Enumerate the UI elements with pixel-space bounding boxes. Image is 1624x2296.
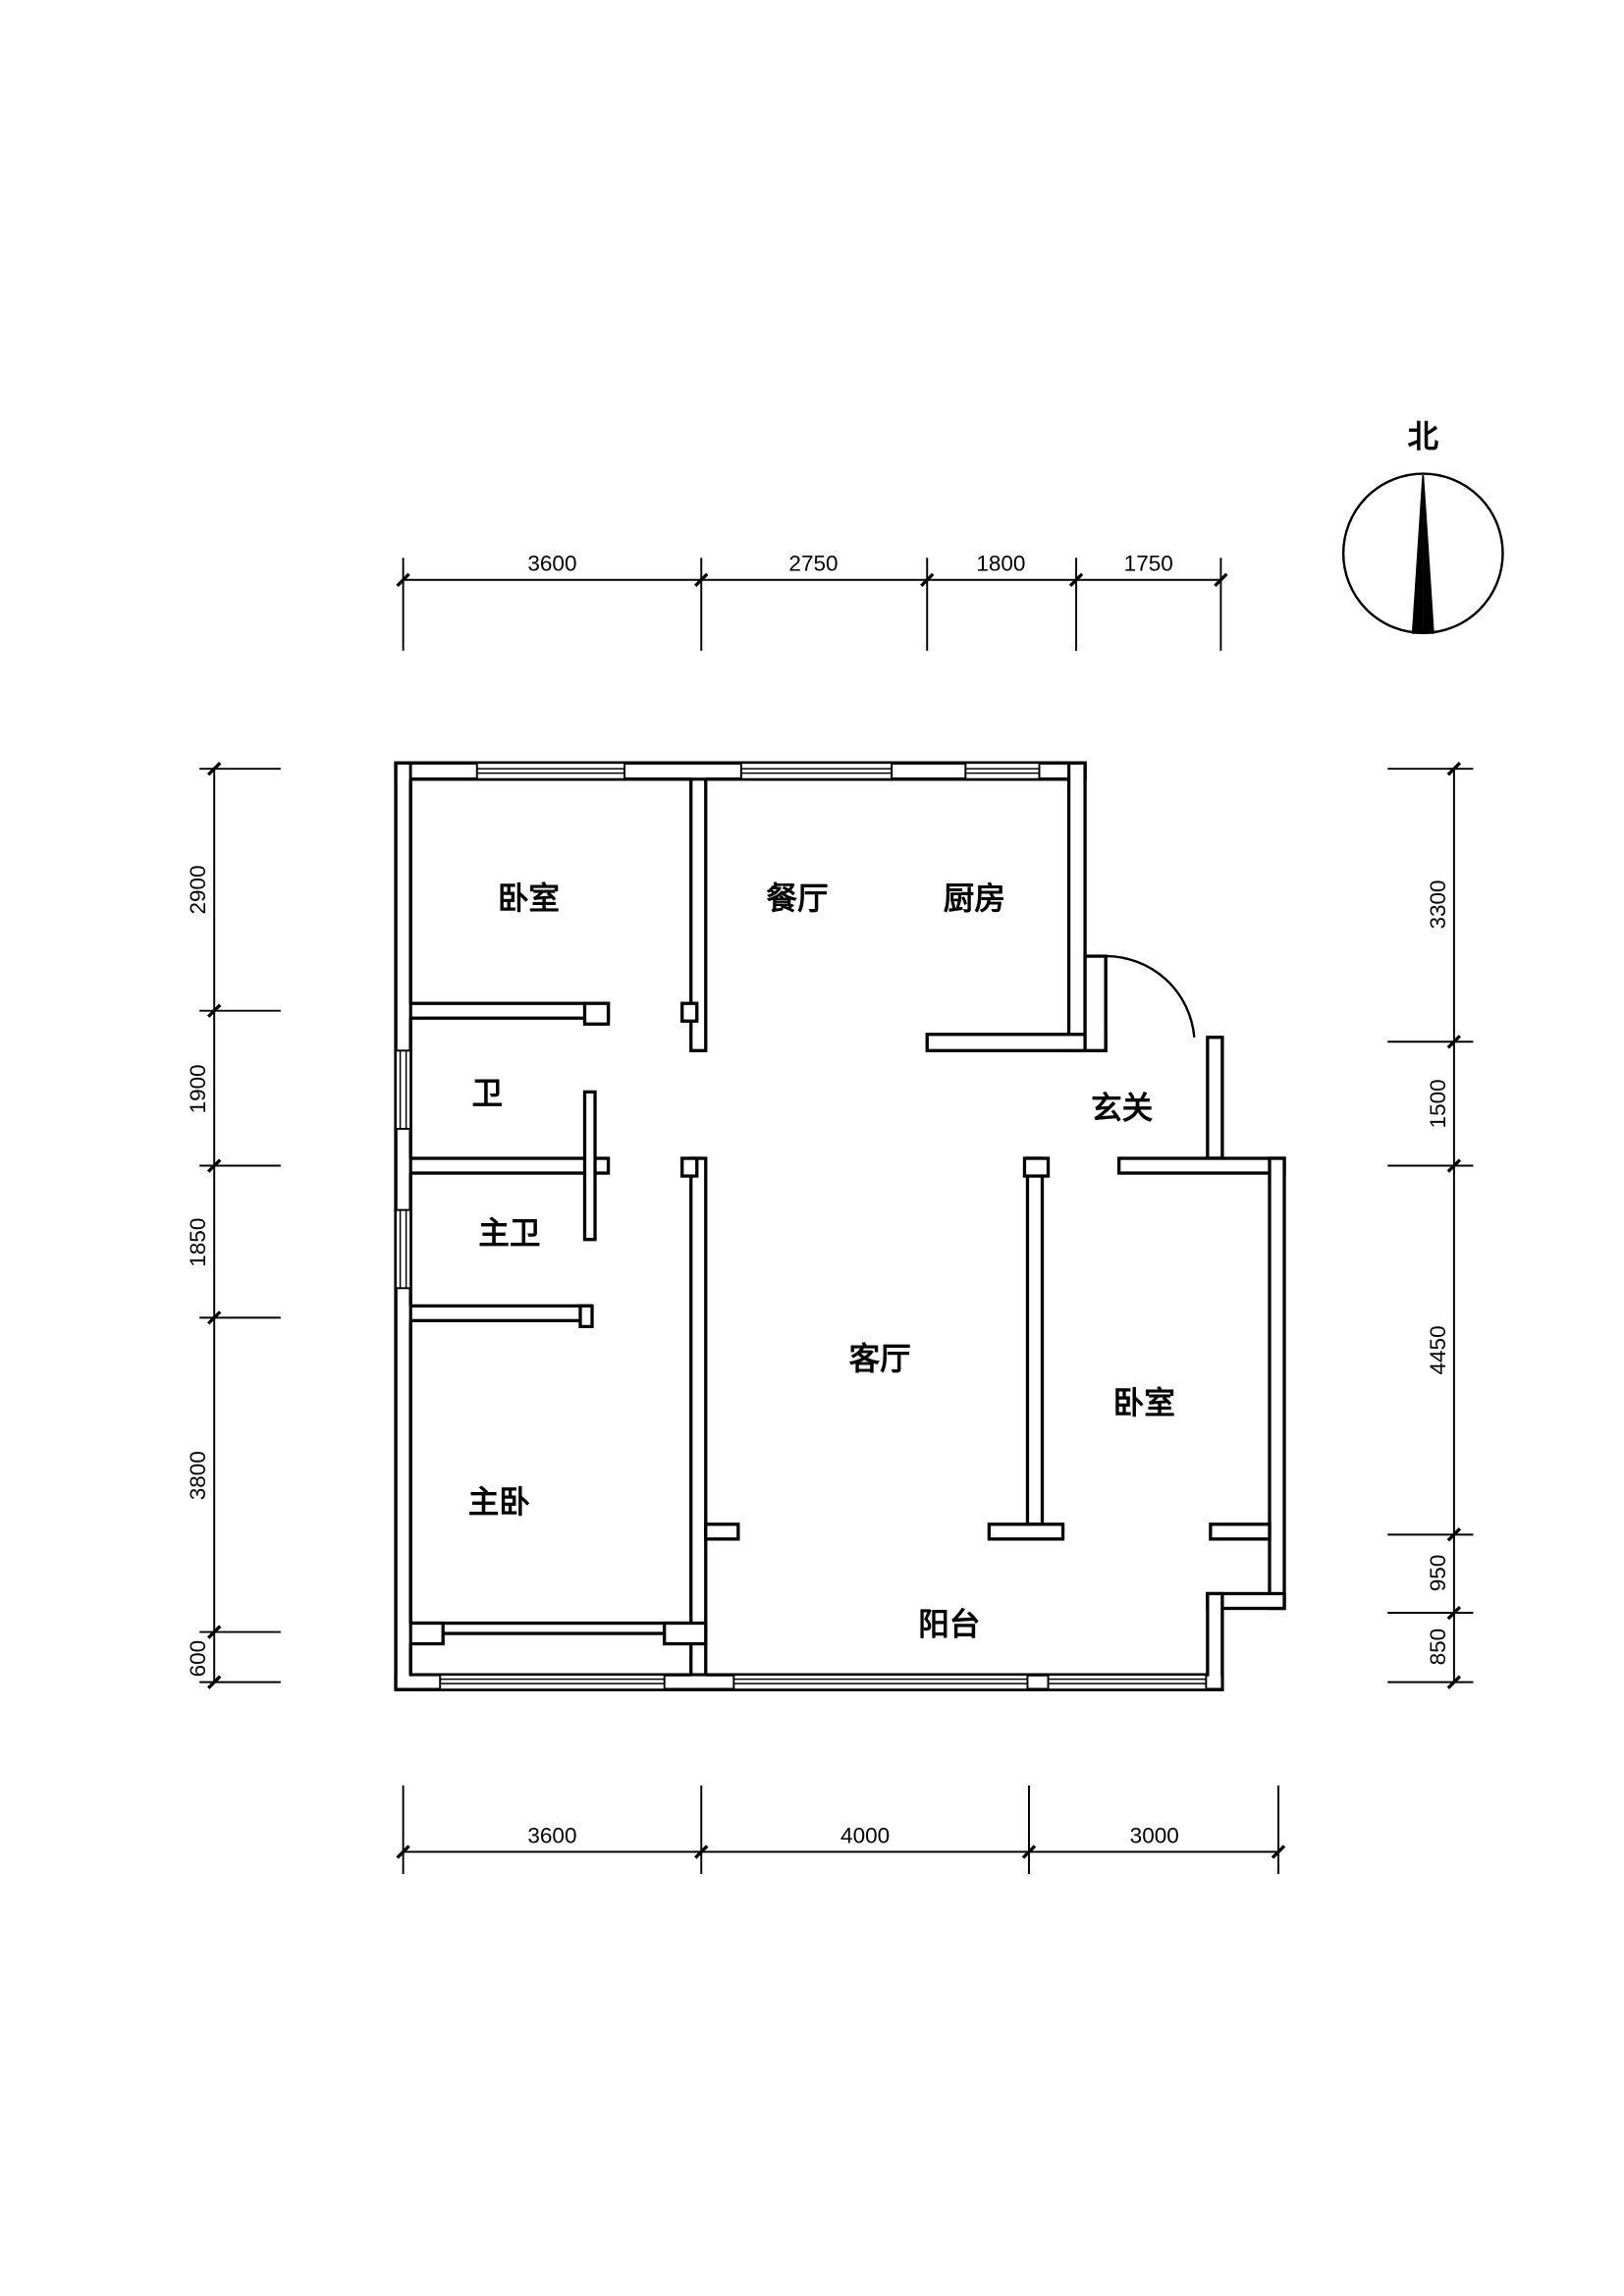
- room-label-balcony: 阳台: [918, 1608, 980, 1643]
- dim-label: 1500: [1426, 1079, 1450, 1128]
- dimension-right: 3300 1500 4450 950 850: [1387, 761, 1474, 1689]
- room-label-entry: 玄关: [1091, 1091, 1154, 1126]
- window: [964, 762, 1041, 780]
- dimension-left: 2900 1900 1850 3800 600: [186, 761, 281, 1689]
- dim-label: 1900: [186, 1064, 210, 1113]
- dim-label: 4450: [1426, 1325, 1450, 1374]
- room-labels: 卧室 餐厅 厨房 卫 主卫 主卧 客厅 卧室 玄关 阳台: [468, 881, 1175, 1643]
- room-label-bedroom-north: 卧室: [498, 881, 560, 917]
- dim-label: 600: [186, 1640, 210, 1678]
- window: [395, 1208, 412, 1290]
- window: [732, 1674, 1029, 1691]
- dim-label: 3600: [527, 552, 576, 576]
- dimension-bottom: 3600 4000 3000: [396, 1785, 1286, 1875]
- room-label-kitchen: 厨房: [944, 881, 1005, 917]
- dim-label: 4000: [840, 1824, 890, 1848]
- window: [439, 1674, 666, 1691]
- room-label-master-bedroom: 主卧: [468, 1485, 530, 1521]
- dimension-top: 3600 2750 1800 1750: [396, 552, 1228, 651]
- dim-label: 2900: [186, 865, 210, 914]
- dim-label: 3300: [1426, 880, 1450, 929]
- window: [475, 762, 626, 780]
- dim-label: 1750: [1124, 552, 1173, 576]
- room-label-bedroom-east: 卧室: [1113, 1385, 1175, 1421]
- entry-door[interactable]: [1104, 954, 1208, 1038]
- dim-label: 3600: [527, 1824, 576, 1848]
- window: [739, 762, 893, 780]
- room-label-bathroom: 卫: [472, 1076, 504, 1111]
- north-label: 北: [1408, 419, 1439, 454]
- dim-label: 850: [1426, 1629, 1450, 1666]
- windows: [395, 762, 1208, 1691]
- room-label-master-bath: 主卫: [478, 1216, 540, 1252]
- room-label-living: 客厅: [849, 1341, 911, 1377]
- window: [1047, 1674, 1208, 1691]
- dim-label: 3800: [186, 1451, 210, 1500]
- window: [395, 1049, 412, 1130]
- room-label-dining: 餐厅: [766, 881, 828, 917]
- north-pointer-half: [1423, 475, 1434, 633]
- dim-label: 950: [1426, 1555, 1450, 1592]
- dim-label: 1800: [976, 552, 1025, 576]
- dim-label: 3000: [1130, 1824, 1179, 1848]
- door-swing-arc: [1106, 954, 1196, 1038]
- north-arrow: 北: [1341, 419, 1504, 635]
- dim-label: 1850: [186, 1218, 210, 1267]
- dim-label: 2750: [788, 552, 838, 576]
